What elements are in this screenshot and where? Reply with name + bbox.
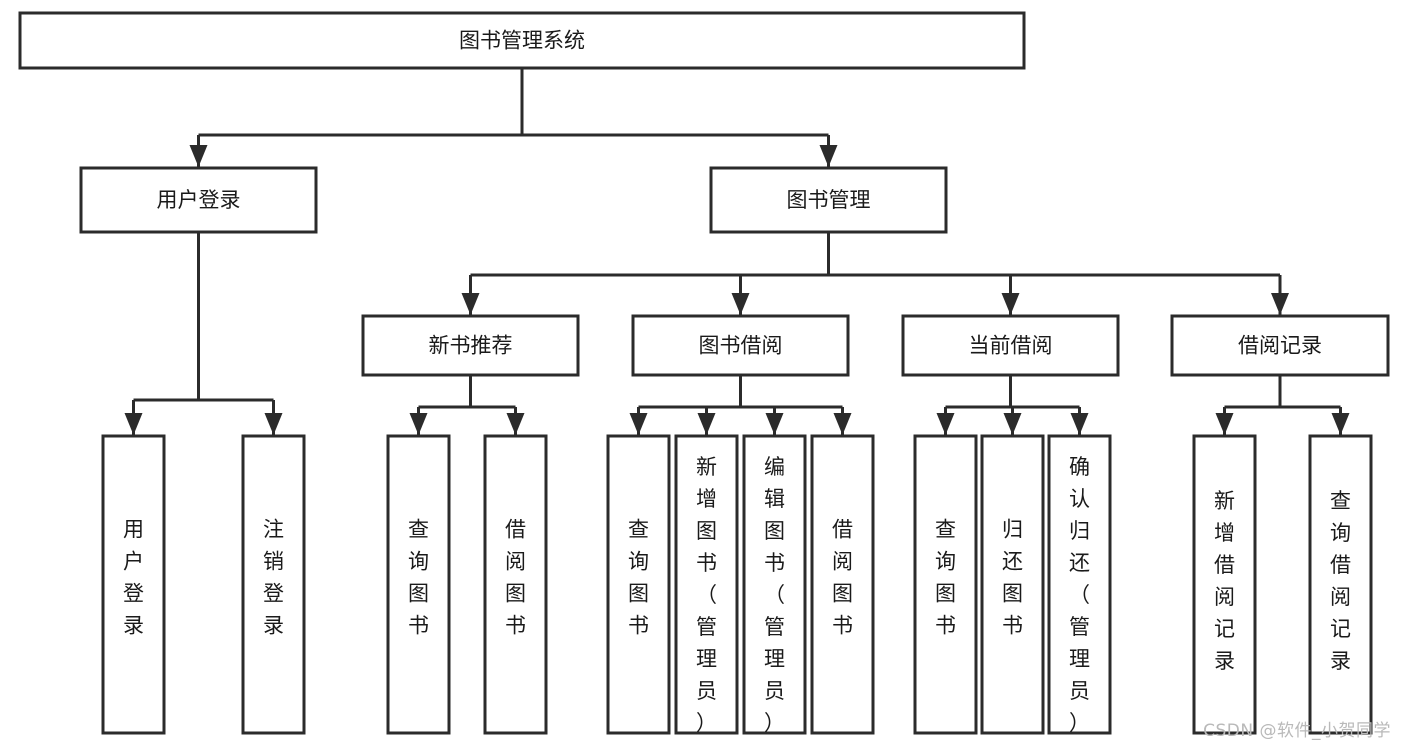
- arrow-head-icon-current-borrow: [1001, 293, 1020, 315]
- node-box-leaf-return-book: [980, 434, 1045, 735]
- arrow-head-icon-borrow-record: [1271, 293, 1289, 315]
- node-leaf-query-book-current[interactable]: 查询图书: [913, 434, 978, 735]
- arrow-head-icon-leaf-borrow-book: [833, 413, 852, 435]
- node-layer: 图书管理系统用户登录图书管理新书推荐图书借阅当前借阅借阅记录用户登录注销登录查询…: [18, 11, 1390, 735]
- node-label-leaf-query-book-current: 查询图书: [935, 518, 956, 638]
- node-label-leaf-confirm-return-admin: 确认归还（管理员）: [1069, 455, 1090, 735]
- arrow-head-icon-leaf-confirm-return-admin: [1070, 413, 1089, 435]
- node-book-manage[interactable]: 图书管理: [709, 166, 948, 234]
- arrow-head-icon-leaf-edit-book-admin: [765, 413, 784, 435]
- node-label-borrow-record: 借阅记录: [1238, 334, 1322, 358]
- node-box-leaf-add-book-admin: [674, 434, 739, 735]
- arrow-head-icon-user-login: [189, 145, 208, 167]
- arrow-head-icon-leaf-query-book-rec: [409, 413, 428, 435]
- arrow-head-icon-leaf-query-borrow-record: [1331, 413, 1350, 435]
- node-leaf-add-book-admin[interactable]: 新增图书（管理员）: [674, 434, 739, 735]
- node-box-leaf-query-book-rec: [386, 434, 451, 735]
- node-box-leaf-edit-book-admin: [742, 434, 807, 735]
- node-leaf-edit-book-admin[interactable]: 编辑图书（管理员）: [742, 434, 807, 735]
- connector-layer: [124, 68, 1350, 435]
- node-box-leaf-logout: [241, 434, 306, 735]
- node-label-book-manage: 图书管理: [787, 188, 871, 212]
- node-box-leaf-query-book-borrow: [606, 434, 671, 735]
- node-root[interactable]: 图书管理系统: [18, 11, 1026, 70]
- node-leaf-borrow-book[interactable]: 借阅图书: [810, 434, 875, 735]
- node-label-leaf-edit-book-admin: 编辑图书（管理员）: [764, 455, 785, 735]
- arrow-head-icon-leaf-add-borrow-record: [1215, 413, 1234, 435]
- node-label-new-book-recommend: 新书推荐: [429, 334, 513, 358]
- node-leaf-add-borrow-record[interactable]: 新增借阅记录: [1192, 434, 1257, 735]
- node-box-leaf-add-borrow-record: [1192, 434, 1257, 735]
- node-label-leaf-add-book-admin: 新增图书（管理员）: [696, 455, 717, 735]
- arrow-head-icon-leaf-return-book: [1003, 413, 1022, 435]
- node-label-book-borrow: 图书借阅: [699, 334, 783, 358]
- node-box-root: [18, 11, 1026, 70]
- arrow-head-icon-leaf-user-login: [124, 413, 143, 435]
- node-label-leaf-add-borrow-record: 新增借阅记录: [1214, 489, 1235, 673]
- node-label-leaf-query-book-borrow: 查询图书: [628, 518, 649, 638]
- node-new-book-recommend[interactable]: 新书推荐: [361, 314, 580, 377]
- node-box-leaf-query-borrow-record: [1308, 434, 1373, 735]
- node-leaf-query-borrow-record[interactable]: 查询借阅记录: [1308, 434, 1373, 735]
- node-current-borrow[interactable]: 当前借阅: [901, 314, 1120, 377]
- node-label-leaf-user-login: 用户登录: [123, 518, 144, 638]
- arrow-head-icon-book-manage: [819, 145, 838, 167]
- arrow-head-icon-book-borrow: [731, 293, 750, 315]
- node-label-current-borrow: 当前借阅: [969, 334, 1053, 358]
- node-label-leaf-query-borrow-record: 查询借阅记录: [1330, 489, 1351, 673]
- node-leaf-query-book-rec[interactable]: 查询图书: [386, 434, 451, 735]
- arrow-head-icon-new-book-recommend: [461, 293, 480, 315]
- node-leaf-user-login[interactable]: 用户登录: [101, 434, 166, 735]
- node-box-book-manage: [709, 166, 948, 234]
- node-label-leaf-logout: 注销登录: [263, 518, 284, 638]
- node-box-leaf-user-login: [101, 434, 166, 735]
- node-label-leaf-return-book: 归还图书: [1002, 518, 1023, 638]
- node-user-login[interactable]: 用户登录: [79, 166, 318, 234]
- node-label-root: 图书管理系统: [459, 29, 585, 53]
- node-box-book-borrow: [631, 314, 850, 377]
- arrow-head-icon-leaf-query-book-current: [936, 413, 955, 435]
- node-leaf-confirm-return-admin[interactable]: 确认归还（管理员）: [1047, 434, 1112, 735]
- node-label-leaf-query-book-rec: 查询图书: [408, 518, 429, 638]
- node-box-leaf-confirm-return-admin: [1047, 434, 1112, 735]
- node-book-borrow[interactable]: 图书借阅: [631, 314, 850, 377]
- node-label-leaf-borrow-book-rec: 借阅图书: [505, 518, 526, 638]
- node-label-user-login: 用户登录: [157, 188, 241, 212]
- arrow-head-icon-leaf-add-book-admin: [697, 413, 716, 435]
- arrow-head-icon-leaf-query-book-borrow: [629, 413, 648, 435]
- node-borrow-record[interactable]: 借阅记录: [1170, 314, 1390, 377]
- node-leaf-return-book[interactable]: 归还图书: [980, 434, 1045, 735]
- node-box-current-borrow: [901, 314, 1120, 377]
- node-leaf-borrow-book-rec[interactable]: 借阅图书: [483, 434, 548, 735]
- node-box-new-book-recommend: [361, 314, 580, 377]
- node-label-leaf-borrow-book: 借阅图书: [832, 518, 853, 638]
- node-box-user-login: [79, 166, 318, 234]
- node-box-borrow-record: [1170, 314, 1390, 377]
- arrow-head-icon-leaf-borrow-book-rec: [506, 413, 525, 435]
- node-box-leaf-query-book-current: [913, 434, 978, 735]
- node-leaf-logout[interactable]: 注销登录: [241, 434, 306, 735]
- arrow-head-icon-leaf-logout: [264, 413, 283, 435]
- node-box-leaf-borrow-book-rec: [483, 434, 548, 735]
- node-leaf-query-book-borrow[interactable]: 查询图书: [606, 434, 671, 735]
- node-box-leaf-borrow-book: [810, 434, 875, 735]
